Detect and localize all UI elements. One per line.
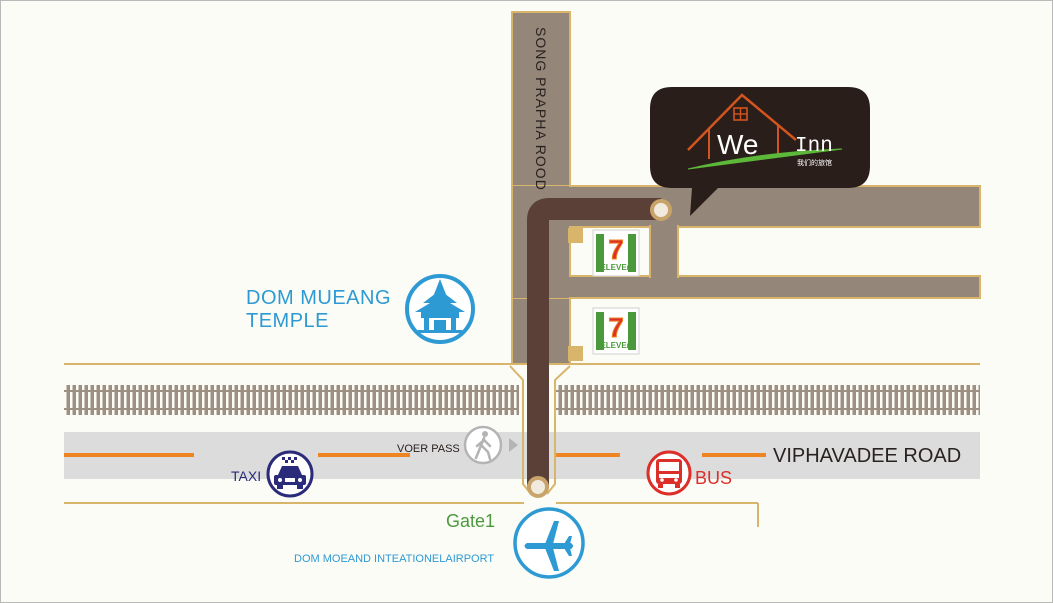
overpass-outline-right xyxy=(546,365,571,495)
route-start-point xyxy=(527,476,549,498)
temple-label-line2: TEMPLE xyxy=(246,310,329,332)
taxi-label: TAXI xyxy=(231,468,261,484)
hotel-name-we: We xyxy=(717,129,759,160)
hotel-callout: We Inn 我们的旅馆 xyxy=(650,87,870,216)
walking-route xyxy=(527,198,661,488)
grass-swoosh-icon xyxy=(687,148,843,170)
gate-label: Gate1 xyxy=(446,511,495,531)
taxi-icon xyxy=(266,450,314,498)
temple-icon xyxy=(405,274,475,344)
overpass-outline-left xyxy=(509,365,532,495)
hotel-subtitle: 我们的旅馆 xyxy=(797,158,832,167)
route-end-point xyxy=(650,199,672,221)
pedestrian-icon xyxy=(463,425,518,465)
overpass-label: VOER PASS xyxy=(397,443,460,455)
viphavadee-road-label: VIPHAVADEE ROAD xyxy=(773,445,961,467)
store-entrance-marker xyxy=(568,346,583,361)
temple-label-line1: DOM MUEANG xyxy=(246,287,391,309)
arrow-right-icon xyxy=(509,438,518,452)
bus-icon xyxy=(646,450,692,496)
bus-label: BUS xyxy=(695,468,732,488)
airplane-icon xyxy=(513,507,585,579)
hotel-callout-bubble xyxy=(650,87,870,216)
seven-eleven-store-1: 7 ELEVEn xyxy=(592,229,640,277)
seven-eleven-number: 7 xyxy=(608,312,624,343)
hotel-logo: We Inn 我们的旅馆 xyxy=(687,93,843,170)
hotel-name-inn: Inn xyxy=(795,135,833,158)
seven-eleven-number: 7 xyxy=(608,234,624,265)
seven-eleven-brand: ELEVEn xyxy=(600,341,631,350)
seven-eleven-store-2: 7 ELEVEn xyxy=(592,307,640,355)
store-entrance-marker xyxy=(568,228,583,243)
seven-eleven-brand: ELEVEn xyxy=(600,263,631,272)
railway xyxy=(64,385,980,415)
song-prapha-road-label: SONG PRAPHA ROOD xyxy=(533,27,549,191)
airport-label: DOM MOEAND INTEATIONELAIRPORT xyxy=(294,553,494,565)
